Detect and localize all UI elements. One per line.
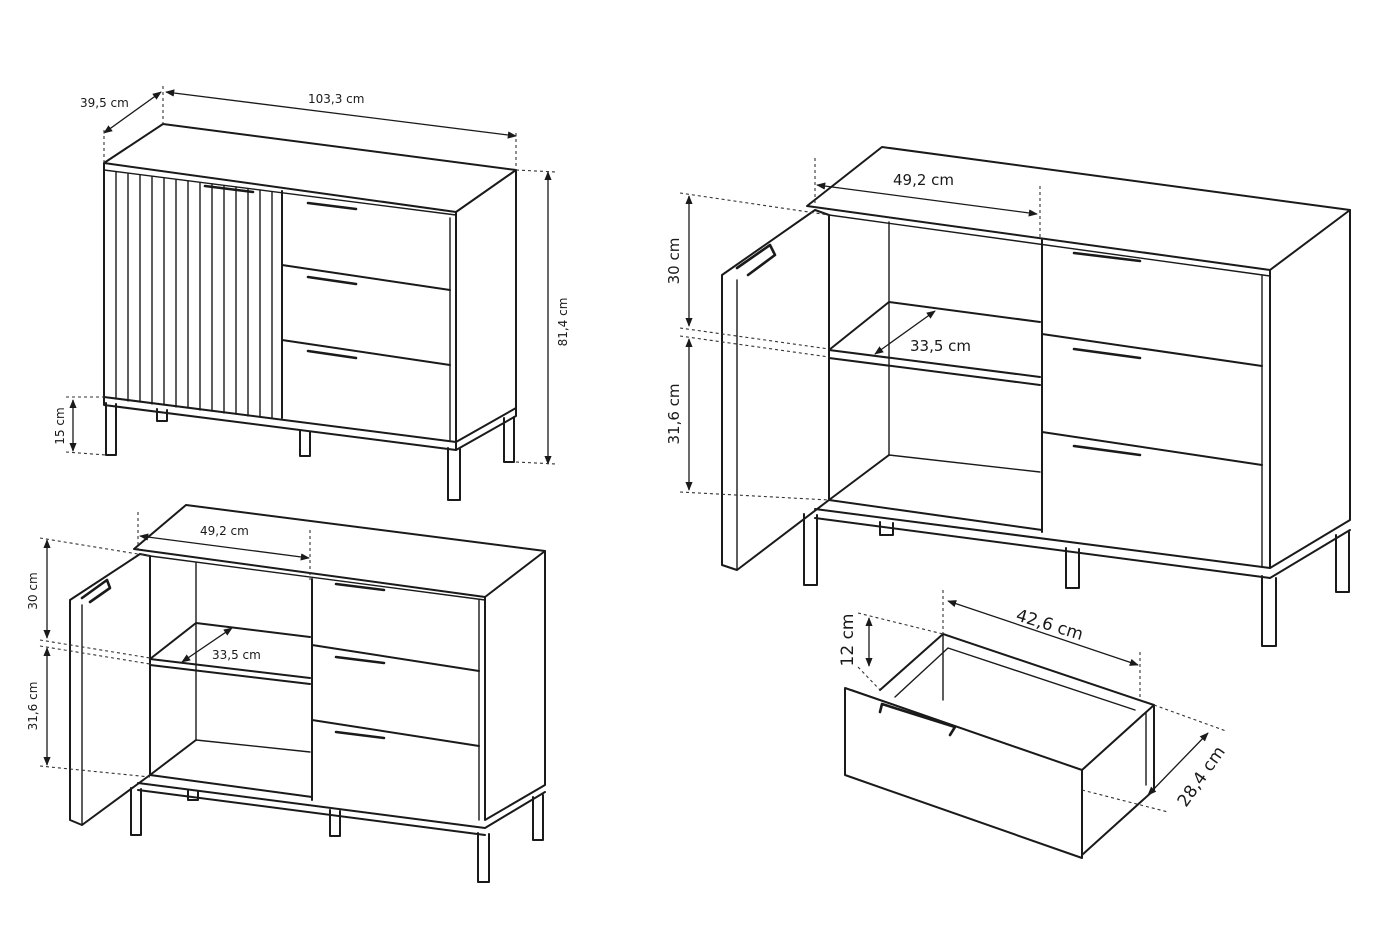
- lower-height-label: 31,6 cm: [26, 682, 40, 731]
- upper-height-label: 30 cm: [26, 572, 40, 609]
- compartment-width-label-large: 49,2 cm: [893, 171, 954, 189]
- drawer-height-label: 12 cm: [838, 614, 858, 667]
- drawer-width-label: 42,6 cm: [1014, 606, 1086, 645]
- open-sideboard-small-view: 49,2 cm 30 cm 31,6 cm 33,5 cm: [26, 504, 546, 883]
- drawer-depth-label: 28,4 cm: [1174, 743, 1230, 811]
- lower-height-label-large: 31,6 cm: [665, 383, 683, 444]
- open-sideboard-large-view: 49,2 cm 30 cm 31,6 cm 33,5 cm: [665, 146, 1351, 647]
- leg-height-label: 15 cm: [53, 407, 67, 444]
- closed-sideboard-view: 39,5 cm 103,3 cm 81,4 cm 15 cm: [53, 86, 570, 501]
- compartment-width-label: 49,2 cm: [200, 524, 249, 538]
- shelf-depth-label: 33,5 cm: [212, 648, 261, 662]
- depth-label: 39,5 cm: [80, 96, 129, 110]
- fluted-door: [115, 171, 273, 419]
- drawer-view: 42,6 cm 12 cm 28,4 cm: [838, 590, 1230, 859]
- width-label: 103,3 cm: [308, 92, 364, 106]
- upper-height-label-large: 30 cm: [665, 238, 683, 285]
- shelf-depth-label-large: 33,5 cm: [910, 337, 971, 355]
- height-label: 81,4 cm: [556, 298, 570, 347]
